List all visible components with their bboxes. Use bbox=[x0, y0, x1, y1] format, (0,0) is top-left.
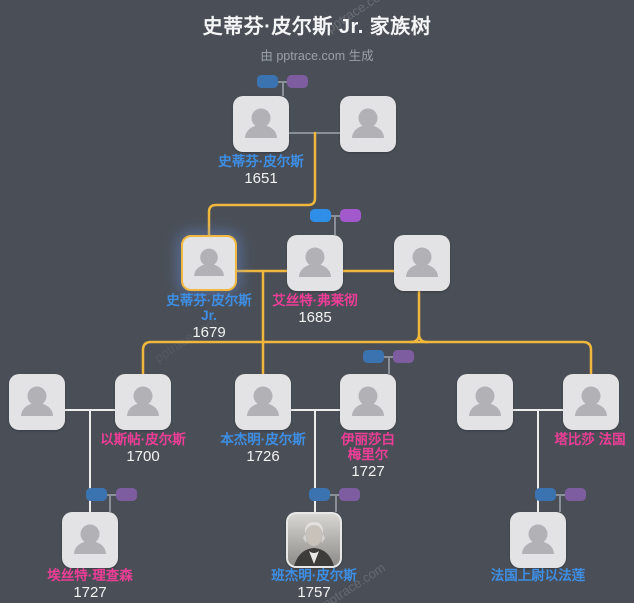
person-name: 史蒂芬·皮尔斯 bbox=[166, 293, 252, 308]
person-avatar-icon bbox=[127, 386, 159, 416]
person-label: 史蒂芬·皮尔斯 Jr. 1679 bbox=[166, 293, 252, 341]
person-year: 1651 bbox=[244, 170, 278, 187]
person-avatar-icon bbox=[247, 386, 279, 416]
mother-chip-icon bbox=[287, 75, 308, 88]
person-label: 班杰明·皮尔斯 1757 bbox=[271, 568, 357, 601]
person-year: 1727 bbox=[351, 463, 385, 480]
person-avatar-icon bbox=[245, 108, 277, 138]
page-subtitle: 由 pptrace.com 生成 bbox=[260, 49, 374, 63]
mother-chip-icon bbox=[393, 350, 414, 363]
mother-chip-icon bbox=[340, 209, 361, 222]
collapsed-parents-indicator[interactable] bbox=[535, 488, 586, 501]
person-name: 艾丝特·弗莱彻 bbox=[272, 293, 358, 308]
person-card-stephen-pierce-jr[interactable] bbox=[181, 235, 237, 291]
person-label: 史蒂芬·皮尔斯 1651 bbox=[218, 154, 304, 187]
page-title: 史蒂芬·皮尔斯 Jr. 家族树 bbox=[202, 16, 432, 38]
father-chip-icon bbox=[86, 488, 107, 501]
person-label: 法国上尉以法莲 bbox=[491, 568, 586, 583]
person-card-elizabeth-merrill[interactable] bbox=[340, 374, 396, 430]
father-chip-icon bbox=[535, 488, 556, 501]
person-avatar-icon bbox=[299, 247, 331, 277]
person-name: 以斯帖·皮尔斯 bbox=[100, 432, 186, 447]
collapsed-parents-indicator[interactable] bbox=[257, 75, 308, 88]
lineage-elbow-line bbox=[207, 131, 317, 237]
chip-connector bbox=[556, 493, 565, 496]
person-card-benjamin-pierce[interactable] bbox=[235, 374, 291, 430]
person-avatar-icon bbox=[469, 386, 501, 416]
person-label: 伊丽莎白 梅里尔 1727 bbox=[341, 432, 395, 480]
person-card-unknown-spouse-1[interactable] bbox=[340, 96, 396, 152]
person-avatar-icon bbox=[352, 386, 384, 416]
person-card-unknown-spouse-4[interactable] bbox=[457, 374, 513, 430]
header: 史蒂芬·皮尔斯 Jr. 家族树 由 pptrace.com 生成 bbox=[0, 10, 634, 64]
person-name: 班杰明·皮尔斯 bbox=[271, 568, 357, 583]
portrait-photo bbox=[288, 514, 340, 566]
person-avatar-icon bbox=[522, 524, 554, 554]
person-year: 1726 bbox=[246, 448, 280, 465]
person-card-benjamin-pierce-1757[interactable] bbox=[286, 512, 342, 568]
person-card-esther-richardson[interactable] bbox=[62, 512, 118, 568]
person-label: 塔比莎 法国 bbox=[554, 432, 625, 447]
person-year: 1727 bbox=[73, 584, 107, 601]
person-card-esther-fletcher[interactable] bbox=[287, 235, 343, 291]
person-name-line2: Jr. bbox=[201, 308, 217, 323]
chip-connector bbox=[330, 493, 339, 496]
person-name: 史蒂芬·皮尔斯 bbox=[218, 154, 304, 169]
father-chip-icon bbox=[309, 488, 330, 501]
person-label: 埃丝特·理查森 1727 bbox=[47, 568, 133, 601]
mother-chip-icon bbox=[565, 488, 586, 501]
person-year: 1700 bbox=[126, 448, 160, 465]
person-label: 本杰明·皮尔斯 1726 bbox=[220, 432, 306, 465]
chip-connector bbox=[107, 493, 116, 496]
person-card-stephen-pierce[interactable] bbox=[233, 96, 289, 152]
father-chip-icon bbox=[363, 350, 384, 363]
person-avatar-icon bbox=[74, 524, 106, 554]
chip-connector bbox=[331, 214, 340, 217]
person-card-unknown-spouse-3[interactable] bbox=[9, 374, 65, 430]
collapsed-parents-indicator[interactable] bbox=[309, 488, 360, 501]
mother-chip-icon bbox=[116, 488, 137, 501]
collapsed-parents-indicator[interactable] bbox=[86, 488, 137, 501]
person-avatar-icon bbox=[21, 386, 53, 416]
person-label: 以斯帖·皮尔斯 1700 bbox=[100, 432, 186, 465]
person-label: 艾丝特·弗莱彻 1685 bbox=[272, 293, 358, 326]
father-chip-icon bbox=[257, 75, 278, 88]
person-avatar-icon bbox=[575, 386, 607, 416]
person-avatar-icon bbox=[352, 108, 384, 138]
person-card-tabitha-france[interactable] bbox=[563, 374, 619, 430]
person-avatar-icon bbox=[406, 247, 438, 277]
children-bus-line bbox=[141, 340, 593, 376]
chip-connector bbox=[384, 355, 393, 358]
person-card-esther-pierce[interactable] bbox=[115, 374, 171, 430]
person-name: 本杰明·皮尔斯 bbox=[220, 432, 306, 447]
mother-chip-icon bbox=[339, 488, 360, 501]
collapsed-parents-indicator[interactable] bbox=[310, 209, 361, 222]
person-year: 1757 bbox=[297, 584, 331, 601]
person-name: 塔比莎 法国 bbox=[554, 432, 626, 447]
father-chip-icon bbox=[310, 209, 331, 222]
person-year: 1685 bbox=[298, 309, 332, 326]
person-name: 法国上尉以法莲 bbox=[490, 568, 586, 583]
person-name-line2: 梅里尔 bbox=[347, 447, 389, 462]
chip-connector bbox=[278, 80, 287, 83]
lineage-merge-line bbox=[409, 289, 429, 344]
person-name: 伊丽莎白 bbox=[341, 432, 395, 447]
person-name: 埃丝特·理查森 bbox=[47, 568, 133, 583]
collapsed-parents-indicator[interactable] bbox=[363, 350, 414, 363]
person-avatar-icon bbox=[194, 248, 224, 276]
person-card-ephraim-france[interactable] bbox=[510, 512, 566, 568]
person-year: 1679 bbox=[192, 324, 226, 341]
person-card-unknown-spouse-2[interactable] bbox=[394, 235, 450, 291]
